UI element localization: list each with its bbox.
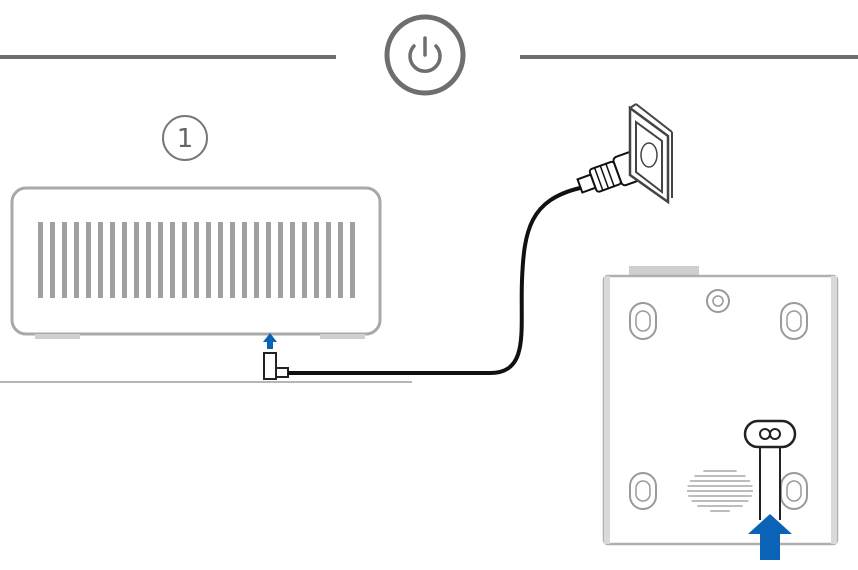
vent-slot	[62, 222, 67, 298]
vent-slot	[266, 222, 271, 298]
vent-slot	[194, 222, 199, 298]
vent-slot	[350, 222, 355, 298]
vent-slot	[170, 222, 175, 298]
projector-side-view	[10, 186, 382, 339]
dc-connector-icon	[263, 352, 289, 380]
vent-slot	[242, 222, 247, 298]
rubber-foot	[780, 472, 808, 510]
vent-slot	[122, 222, 127, 298]
power-icon	[384, 14, 466, 96]
up-arrow-icon	[263, 333, 277, 349]
speaker-grille	[687, 470, 753, 512]
projector-bottom-view	[602, 266, 839, 560]
step-number: 1	[177, 124, 194, 154]
vent-slot	[290, 222, 295, 298]
vent-slot	[74, 222, 79, 298]
vent-slot	[278, 222, 283, 298]
vent-slot	[50, 222, 55, 298]
figure-8-ac-inlet-icon	[743, 419, 797, 520]
vent-slot	[338, 222, 343, 298]
vent-slot	[110, 222, 115, 298]
vent-slot	[158, 222, 163, 298]
vent-slot	[182, 222, 187, 298]
vent-slot	[218, 222, 223, 298]
vent-slot	[98, 222, 103, 298]
vent-slot	[314, 222, 319, 298]
rubber-foot	[629, 302, 657, 340]
vent-slot	[86, 222, 91, 298]
vent-slot	[302, 222, 307, 298]
projector-vents	[38, 222, 355, 298]
vent-slot	[326, 222, 331, 298]
vent-slot	[206, 222, 211, 298]
vent-slot	[38, 222, 43, 298]
circled-number-icon: 1	[162, 115, 208, 161]
power-cable	[288, 186, 581, 375]
rubber-foot	[629, 472, 657, 510]
vent-slot	[134, 222, 139, 298]
vent-slot	[254, 222, 259, 298]
rubber-foot	[780, 302, 808, 340]
vent-slot	[230, 222, 235, 298]
wall-socket-icon	[628, 103, 673, 205]
up-arrow-icon	[748, 514, 792, 560]
vent-slot	[146, 222, 151, 298]
